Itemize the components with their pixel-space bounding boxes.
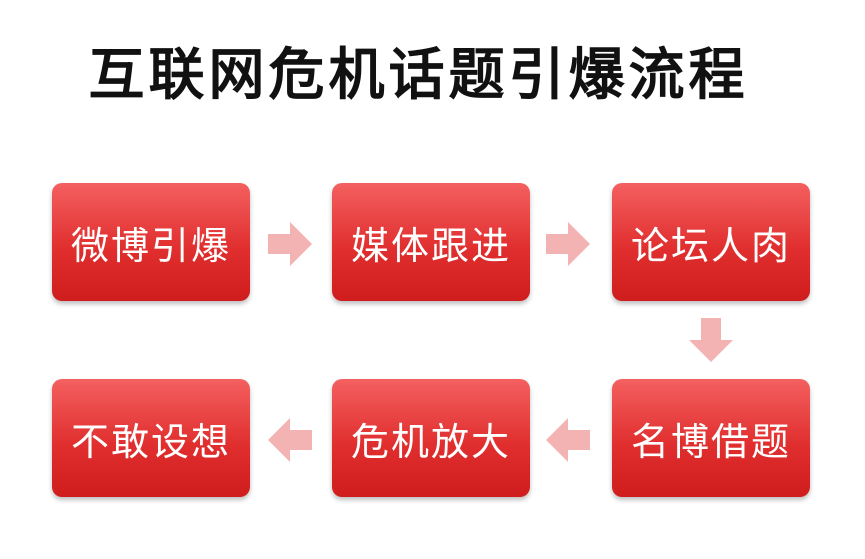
step-box-1: 微博引爆 [52,183,250,301]
step-box-6: 不敢设想 [52,379,250,497]
step-box-5: 危机放大 [332,379,530,497]
arrow-left-icon [268,418,312,462]
arrow-down-icon [689,318,733,362]
diagram-title: 互联网危机话题引爆流程 [88,43,749,108]
step-label-1: 微博引爆 [70,223,231,268]
step-label-3: 论坛人肉 [630,223,791,268]
arrow-right-icon [546,222,590,266]
step-label-5: 危机放大 [350,419,511,464]
arrow-left-icon [546,418,590,462]
step-box-4: 名博借题 [612,379,810,497]
step-label-4: 名博借题 [630,419,791,464]
step-box-3: 论坛人肉 [612,183,810,301]
arrow-right-icon [268,222,312,266]
step-label-2: 媒体跟进 [350,223,511,268]
step-box-2: 媒体跟进 [332,183,530,301]
step-label-6: 不敢设想 [70,419,231,464]
